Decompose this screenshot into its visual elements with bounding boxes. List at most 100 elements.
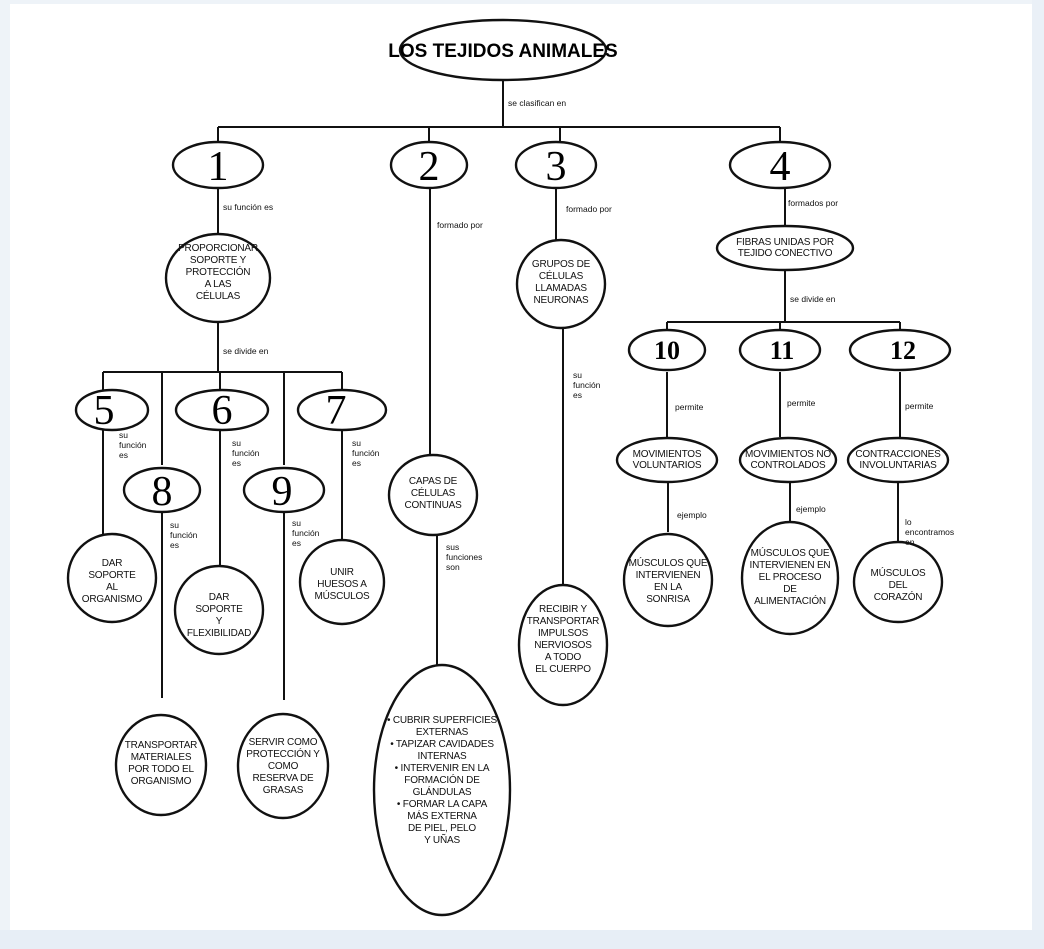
node-dar-soporte-organismo-line: SOPORTE <box>88 570 136 581</box>
node-dar-soporte-organismo-line: DAR <box>102 558 123 569</box>
node-musculos-alimentacion-line: DE <box>783 584 797 595</box>
node-servir-como-proteccion-line: COMO <box>268 761 299 772</box>
link-label-funcion-5-line: es <box>119 450 128 460</box>
node-number-10: 10 <box>654 336 680 365</box>
node-number-7: 7 <box>326 388 347 434</box>
node-funciones-epitelial-line: DE PIEL, PELO <box>408 823 476 834</box>
link-label-funcion-5-line: su <box>119 430 128 440</box>
node-musculos-corazon-line: MÚSCULOS <box>870 566 926 579</box>
node-recibir-impulsos-line: RECIBIR Y <box>539 604 588 615</box>
node-funciones-epitelial-line: GLÁNDULAS <box>413 785 472 798</box>
link-label-divide-4: se divide en <box>790 294 836 304</box>
node-transportar-materiales-line: ORGANISMO <box>131 776 192 787</box>
node-recibir-impulsos-line: NERVIOSOS <box>534 640 592 651</box>
link-label-funcion-6-line: función <box>232 448 260 458</box>
node-contracciones-involuntarias-line: INVOLUNTARIAS <box>859 460 937 471</box>
link-label-formado-3: formado por <box>566 204 612 214</box>
node-dar-soporte-organismo-line: ORGANISMO <box>82 594 143 605</box>
node-movimientos-no-controlados-line: CONTROLADOS <box>750 460 826 471</box>
link-label-funcion-7-line: su <box>352 438 361 448</box>
node-grupos-de-celulas-line: LLAMADAS <box>535 283 587 294</box>
node-movimientos-no-controlados-line: MOVIMIENTOS NO <box>745 449 831 460</box>
link-label-funcion-1: su función es <box>223 202 273 212</box>
node-musculos-corazon-line: CORAZÓN <box>874 590 923 603</box>
link-label-formado-2: formado por <box>437 220 483 230</box>
node-servir-como-proteccion-line: GRASAS <box>263 785 304 796</box>
node-proporcionar-soporte-line: CÉLULAS <box>196 289 241 302</box>
link-label-permite-12: permite <box>905 401 934 411</box>
node-number-1: 1 <box>208 144 229 190</box>
link-label-funcion-3-line: función <box>573 380 601 390</box>
node-funciones-epitelial-line: • TAPIZAR CAVIDADES <box>390 739 494 750</box>
node-funciones-epitelial-line: • CUBRIR SUPERFICIES <box>387 715 498 726</box>
node-dar-soporte-flexibilidad-line: SOPORTE <box>195 604 243 615</box>
node-capas-de-celulas-line: CAPAS DE <box>409 476 458 487</box>
node-contracciones-involuntarias-line: CONTRACCIONES <box>855 449 941 460</box>
diagram-title: LOS TEJIDOS ANIMALES <box>388 41 617 62</box>
link-label-funcion-8-line: es <box>170 540 179 550</box>
node-proporcionar-soporte-line: PROTECCIÓN <box>186 265 251 278</box>
node-musculos-alimentacion-line: EL PROCESO <box>759 572 822 583</box>
link-label-permite-10: permite <box>675 402 704 412</box>
node-number-6: 6 <box>212 388 233 434</box>
node-number-5: 5 <box>94 388 115 434</box>
link-label-funcion-9-line: su <box>292 518 301 528</box>
node-number-3: 3 <box>546 144 567 190</box>
node-dar-soporte-organismo-line: AL <box>106 582 118 593</box>
node-number-4: 4 <box>770 144 791 190</box>
link-label-encontramos-12-line: lo <box>905 517 912 527</box>
node-musculos-sonrisa-line: SONRISA <box>646 594 690 605</box>
node-musculos-sonrisa-line: EN LA <box>654 582 682 593</box>
connector-lines <box>102 80 901 700</box>
link-label-funciones-2-line: funciones <box>446 552 482 562</box>
node-capas-de-celulas-line: CÉLULAS <box>411 486 456 499</box>
node-shapes <box>66 18 952 917</box>
node-unir-huesos-line: UNIR <box>330 567 354 578</box>
link-label-funciones-2-line: sus <box>446 542 459 552</box>
node-recibir-impulsos-line: EL CUERPO <box>535 664 591 675</box>
node-servir-como-proteccion-line: SERVIR COMO <box>249 737 318 748</box>
node-transportar-materiales-line: TRANSPORTAR <box>125 740 197 751</box>
node-number-9: 9 <box>272 469 293 515</box>
link-label-permite-11: permite <box>787 398 816 408</box>
node-unir-huesos-line: HUESOS A <box>317 579 367 590</box>
link-label-funcion-6-line: su <box>232 438 241 448</box>
link-label-funcion-7-line: es <box>352 458 361 468</box>
link-label-funcion-6-line: es <box>232 458 241 468</box>
node-musculos-sonrisa-line: INTERVIENEN <box>636 570 701 581</box>
link-label-encontramos-12-line: encontramos <box>905 527 954 537</box>
link-label-ejemplo-10: ejemplo <box>677 510 707 520</box>
link-label-ejemplo-11: ejemplo <box>796 504 826 514</box>
link-label-divide-1: se divide en <box>223 346 269 356</box>
node-funciones-epitelial-line: • INTERVENIR EN LA <box>395 763 490 774</box>
node-grupos-de-celulas-line: NEURONAS <box>533 295 589 306</box>
bottom-margin-bar <box>0 930 1044 949</box>
link-label-funcion-3-line: es <box>573 390 582 400</box>
link-label-funcion-9-line: función <box>292 528 320 538</box>
node-musculos-corazon-line: DEL <box>889 580 908 591</box>
node-funciones-epitelial-line: INTERNAS <box>418 751 467 762</box>
